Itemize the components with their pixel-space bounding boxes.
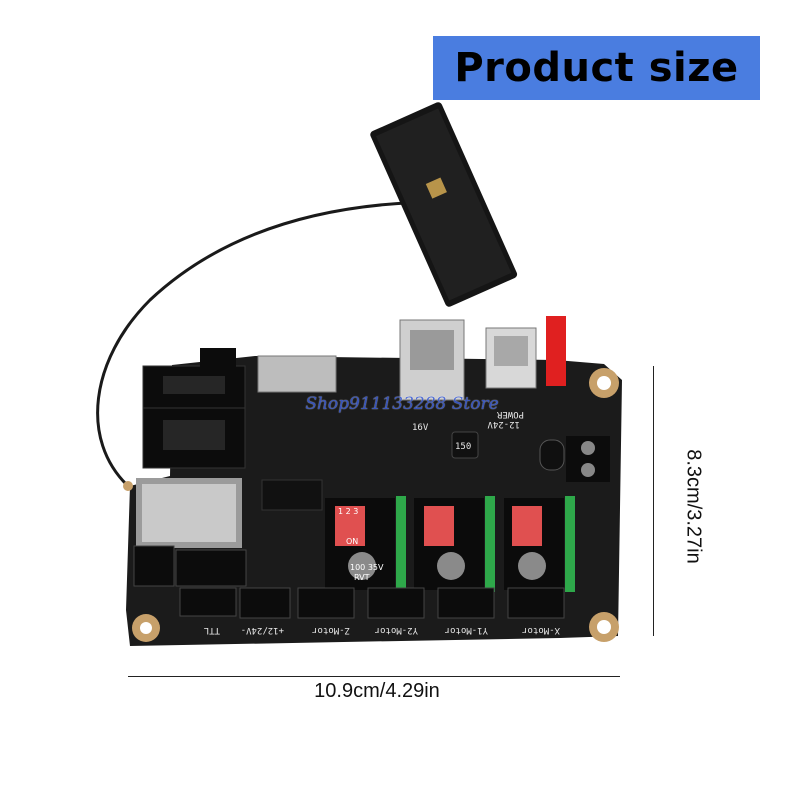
silk-cap-left-2: RVT xyxy=(354,573,370,582)
inductor-icon xyxy=(451,431,479,459)
silk-connector-4: Y1-Motor xyxy=(444,625,488,635)
product-size-banner: Product size xyxy=(433,36,760,100)
silk-cap-top: 16V xyxy=(412,423,429,433)
silk-on: ON xyxy=(346,537,358,546)
width-label: 10.9cm/4.29in xyxy=(314,680,440,702)
endstop-connector xyxy=(133,545,175,587)
usb-port-icon xyxy=(399,319,537,401)
antenna-icon xyxy=(370,102,518,307)
stepper-driver-icon xyxy=(325,496,575,592)
silk-connector-2: Z-Motor xyxy=(311,625,350,635)
width-dimension-line xyxy=(128,676,620,677)
height-label: 8.3cm/3.27in xyxy=(682,449,705,564)
silk-connector-5: X-Motor xyxy=(521,625,560,635)
silk-connector-1: +12/24V- xyxy=(241,625,284,635)
mounting-hole-icon xyxy=(132,368,619,642)
antenna-cable xyxy=(96,200,459,488)
silk-connector-3: Y2-Motor xyxy=(374,625,418,635)
height-dimension-line xyxy=(653,366,654,636)
silk-dip: 1 2 3 xyxy=(338,507,358,516)
sd-card-slot xyxy=(257,355,337,393)
jumper-icon xyxy=(546,316,566,386)
wifi-module-icon xyxy=(123,478,242,548)
silk-cap-left: 100 35V xyxy=(350,563,384,572)
chip-icon xyxy=(261,479,323,511)
motor-connector-icon xyxy=(179,587,565,619)
store-watermark: Shop911133288 Store xyxy=(305,394,499,414)
banner-title: Product size xyxy=(454,45,739,91)
endstop-connector xyxy=(175,549,247,587)
silk-inductor: 150 xyxy=(455,442,471,452)
silk-power: POWER xyxy=(496,409,524,419)
capacitor-icon xyxy=(539,439,565,471)
silk-voltage: 12-24V xyxy=(487,419,520,429)
silk-serial: TTL xyxy=(204,625,220,635)
idc-connector-icon xyxy=(142,348,246,469)
